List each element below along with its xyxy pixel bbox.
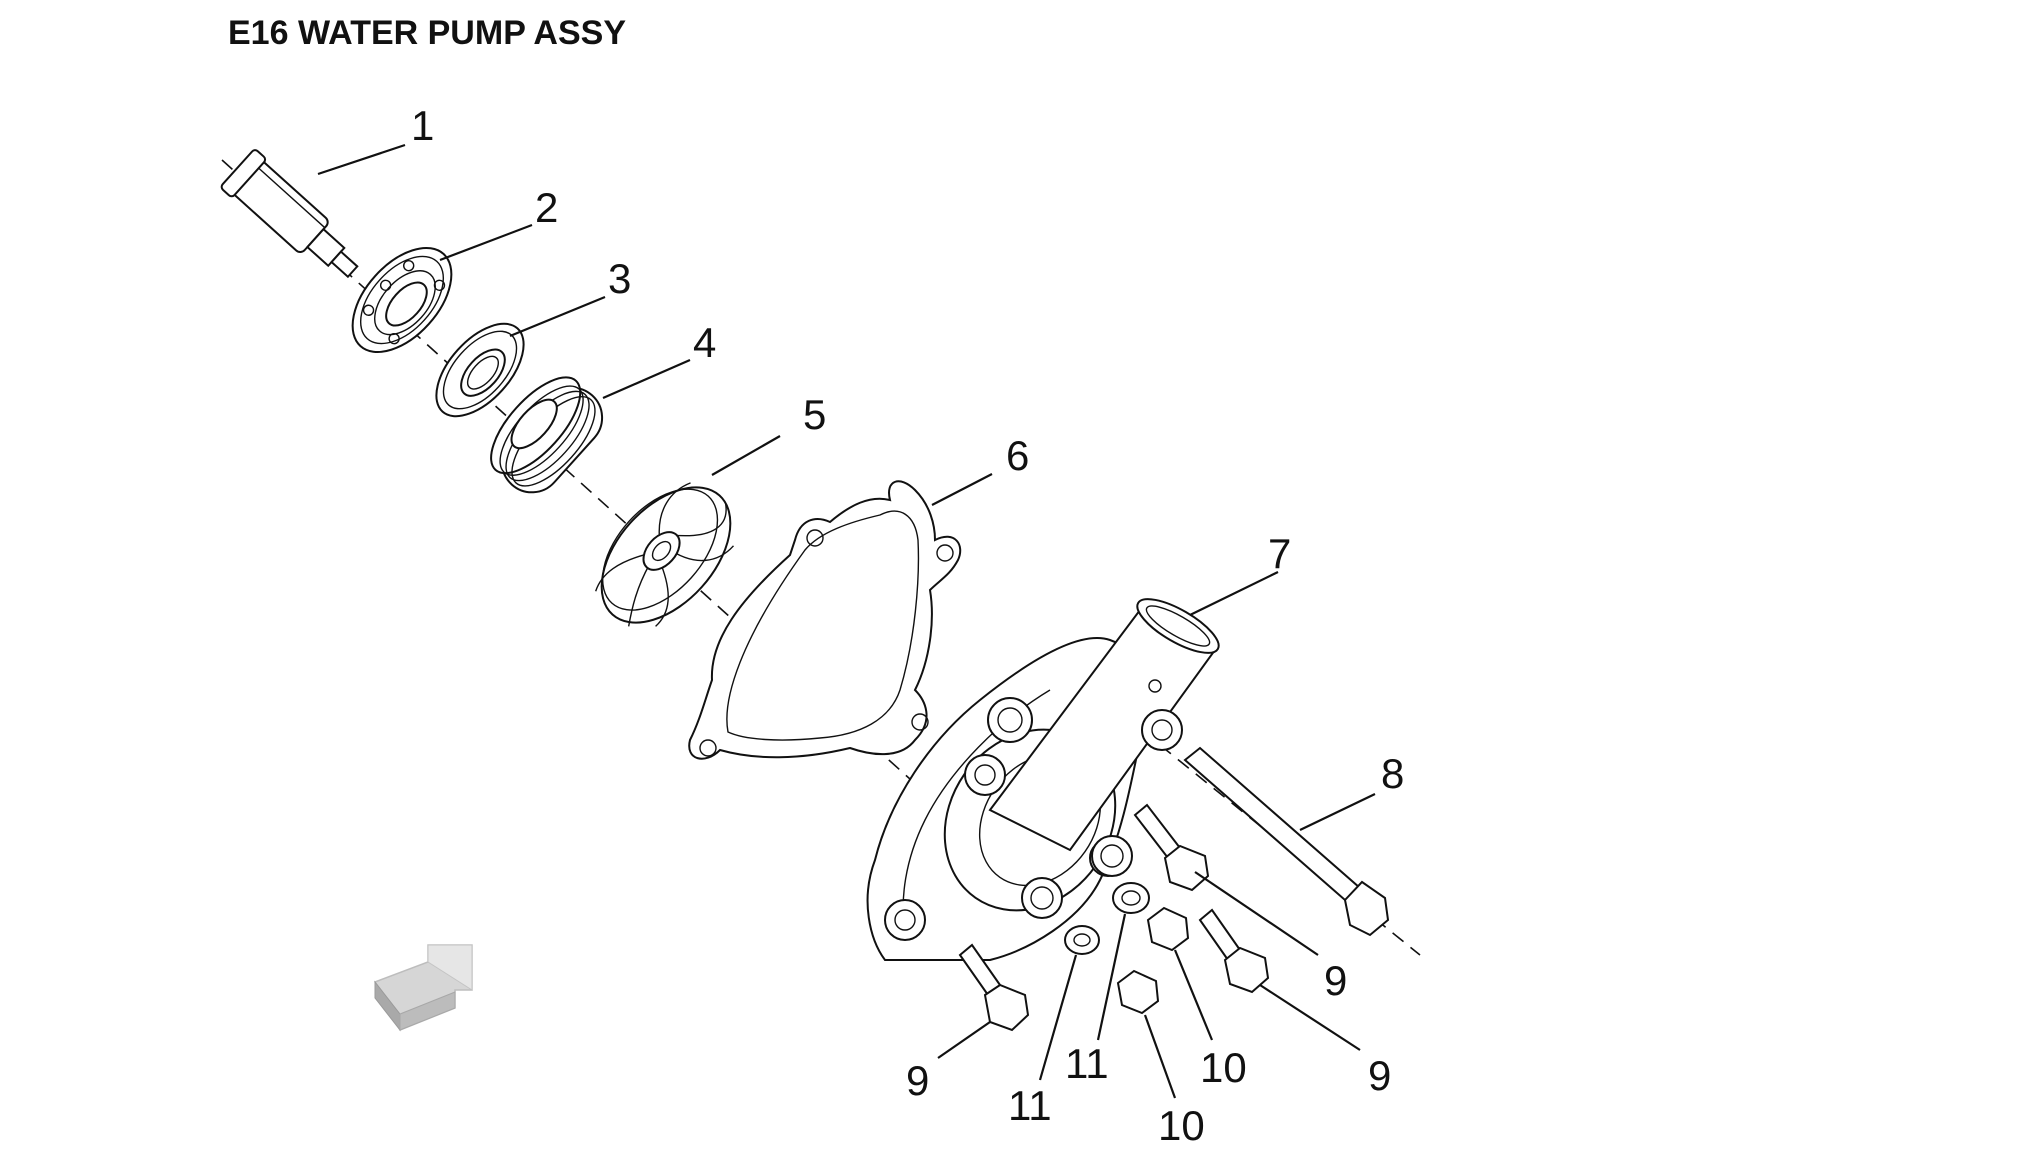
callout-4: 4	[693, 319, 716, 366]
callout-6: 6	[1006, 432, 1029, 479]
callout-9b: 9	[1368, 1052, 1391, 1099]
callout-10a: 10	[1200, 1044, 1247, 1091]
gasket-hole-4	[699, 739, 717, 757]
leader-11b	[1096, 913, 1127, 1041]
mechanical-seal-part	[490, 376, 604, 494]
gasket-hole-3	[911, 713, 929, 731]
callout-11a: 11	[1008, 1082, 1052, 1129]
assembly-axis	[221, 159, 1001, 861]
callout-9a: 9	[1324, 957, 1347, 1004]
direction-arrow-icon	[373, 944, 473, 1032]
gasket-hole-1	[806, 529, 824, 547]
callout-8: 8	[1381, 750, 1404, 797]
bolt-part-1	[958, 943, 1030, 1032]
leader-6	[931, 473, 993, 506]
callout-2: 2	[535, 184, 558, 231]
callout-3: 3	[608, 255, 631, 302]
diagram-title: E16 WATER PUMP ASSY	[228, 14, 627, 52]
leader-4	[602, 358, 691, 400]
gasket-part	[688, 480, 962, 760]
long-bolt-part	[1183, 746, 1390, 937]
spacer-part-1	[1064, 925, 1100, 955]
bearing-part	[351, 247, 453, 353]
leader-10b	[1143, 1014, 1177, 1099]
leader-3	[509, 295, 606, 338]
bolt-part-3	[1198, 908, 1270, 994]
leader-1	[317, 143, 406, 176]
callout-1: 1	[411, 102, 434, 149]
bolt-part-2	[1133, 803, 1210, 892]
callout-5: 5	[803, 391, 826, 438]
small-bolt-part-2	[1116, 969, 1160, 1015]
callout-9c: 9	[906, 1057, 929, 1104]
leader-9a	[1194, 871, 1319, 956]
collar-part-1	[1021, 877, 1063, 919]
collar-part-2	[1091, 835, 1133, 877]
gasket-inner-edge	[726, 510, 920, 741]
callout-7: 7	[1268, 530, 1291, 577]
shaft-part	[220, 149, 359, 279]
small-bolt-part-1	[1146, 906, 1190, 952]
callout-11b: 11	[1065, 1040, 1109, 1087]
callout-10b: 10	[1158, 1102, 1205, 1149]
leader-9c	[937, 1021, 991, 1059]
spacer-part-2	[1112, 882, 1150, 914]
leader-7	[1189, 571, 1279, 616]
leader-11a	[1038, 954, 1078, 1081]
leader-8	[1299, 793, 1376, 831]
leader-10a	[1173, 949, 1214, 1041]
leader-2	[439, 223, 533, 262]
leader-5	[711, 435, 781, 476]
impeller-part	[595, 482, 735, 627]
gasket-hole-2	[936, 544, 954, 562]
leader-9b	[1259, 984, 1361, 1051]
pump-cover-part	[866, 598, 1220, 961]
